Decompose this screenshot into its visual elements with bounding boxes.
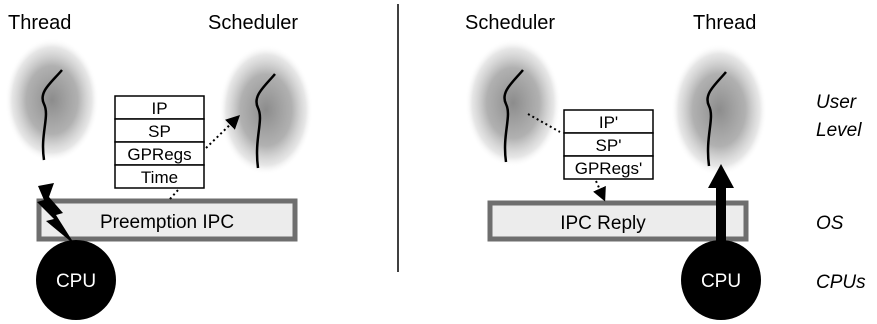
left-register-sp: SP bbox=[148, 122, 171, 141]
right-register-ip: IP' bbox=[599, 113, 618, 132]
right-register-gpregs: GPRegs' bbox=[575, 159, 643, 178]
left-ipc-to-registers-dots bbox=[169, 189, 179, 200]
left-scheduler-blob bbox=[219, 45, 313, 175]
left-thread-blob bbox=[5, 38, 99, 162]
left-ipc-bar bbox=[36, 198, 298, 242]
right-scheduler-to-registers-dots bbox=[527, 113, 561, 133]
preemption-lightning-icon bbox=[37, 183, 75, 245]
right-ipc-bar bbox=[487, 200, 749, 242]
right-thread-squiggle bbox=[706, 71, 727, 167]
right-scheduler-squiggle bbox=[503, 69, 524, 163]
right-ipc-label: IPC Reply bbox=[560, 213, 646, 234]
right-scheduler-label: Scheduler bbox=[465, 12, 555, 34]
level-os: OS bbox=[816, 213, 844, 234]
left-ipc-label: Preemption IPC bbox=[100, 212, 234, 233]
level-user-line2: Level bbox=[816, 120, 862, 141]
level-cpus: CPUs bbox=[816, 272, 866, 293]
left-scheduler-label: Scheduler bbox=[208, 12, 298, 34]
cpu-to-thread-arrow-head-icon bbox=[708, 164, 734, 188]
left-register-gpregs: GPRegs bbox=[127, 145, 191, 164]
right-register-sp: SP' bbox=[596, 136, 622, 155]
right-thread-label: Thread bbox=[693, 12, 756, 34]
right-cpu-label: CPU bbox=[701, 271, 741, 292]
left-register-stack: IP SP GPRegs Time bbox=[114, 95, 205, 189]
left-register-ip: IP bbox=[151, 99, 167, 118]
right-cpu bbox=[681, 240, 761, 320]
left-register-time: Time bbox=[141, 168, 178, 187]
right-register-stack: IP' SP' GPRegs' bbox=[563, 109, 654, 180]
cpu-to-thread-arrow-shaft bbox=[716, 186, 726, 242]
right-registers-to-ipc-arrow bbox=[593, 180, 606, 202]
left-thread-squiggle bbox=[41, 69, 63, 161]
level-user-line1: User bbox=[816, 92, 857, 113]
left-cpu-label: CPU bbox=[56, 271, 96, 292]
right-scheduler-blob bbox=[465, 39, 561, 167]
right-thread-blob bbox=[671, 44, 767, 176]
left-scheduler-squiggle bbox=[255, 73, 276, 169]
left-thread-label: Thread bbox=[8, 12, 71, 34]
left-cpu bbox=[36, 240, 116, 320]
